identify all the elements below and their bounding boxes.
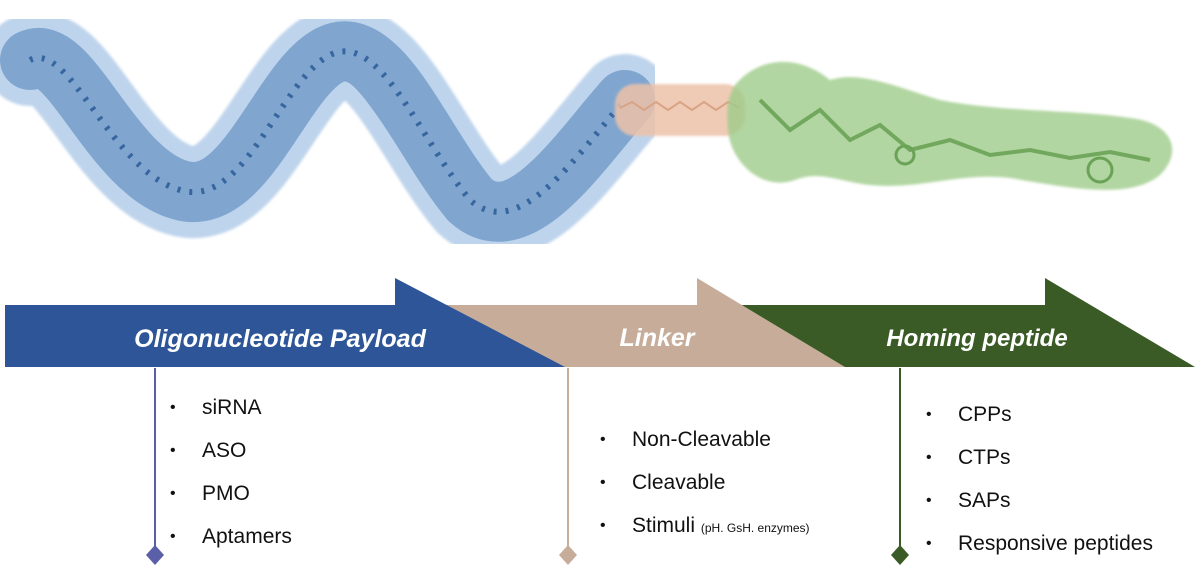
linker-list: Non-Cleavable Cleavable Stimuli (pH. GsH…	[600, 418, 810, 550]
payload-marker	[146, 545, 164, 565]
stimuli-note: (pH. GsH. enzymes)	[700, 521, 810, 535]
peptide-structure	[727, 61, 1173, 190]
linker-structure	[615, 84, 745, 136]
payload-arrow	[5, 278, 565, 367]
homing-marker	[891, 545, 909, 565]
list-item: Stimuli (pH. GsH. enzymes)	[600, 504, 810, 550]
list-item: ASO	[170, 429, 292, 472]
payload-list: siRNA ASO PMO Aptamers	[170, 386, 292, 558]
linker-marker	[559, 545, 577, 565]
homing-arrow	[740, 278, 1195, 367]
list-item-text: Stimuli	[632, 514, 696, 537]
list-item: siRNA	[170, 386, 292, 429]
list-item: CTPs	[926, 436, 1153, 479]
linker-label: Linker	[619, 324, 695, 352]
list-item: Cleavable	[600, 461, 810, 504]
homing-label: Homing peptide	[886, 325, 1068, 352]
payload-label: Oligonucleotide Payload	[134, 325, 426, 353]
list-item: CPPs	[926, 393, 1153, 436]
list-item: PMO	[170, 472, 292, 515]
oligonucleotide-structure	[0, 5, 671, 258]
homing-list: CPPs CTPs SAPs Responsive peptides	[926, 393, 1153, 565]
list-item: SAPs	[926, 479, 1153, 522]
list-item: Aptamers	[170, 515, 292, 558]
linker-arrow	[440, 278, 845, 367]
list-item: Non-Cleavable	[600, 418, 810, 461]
list-item: Responsive peptides	[926, 522, 1153, 565]
